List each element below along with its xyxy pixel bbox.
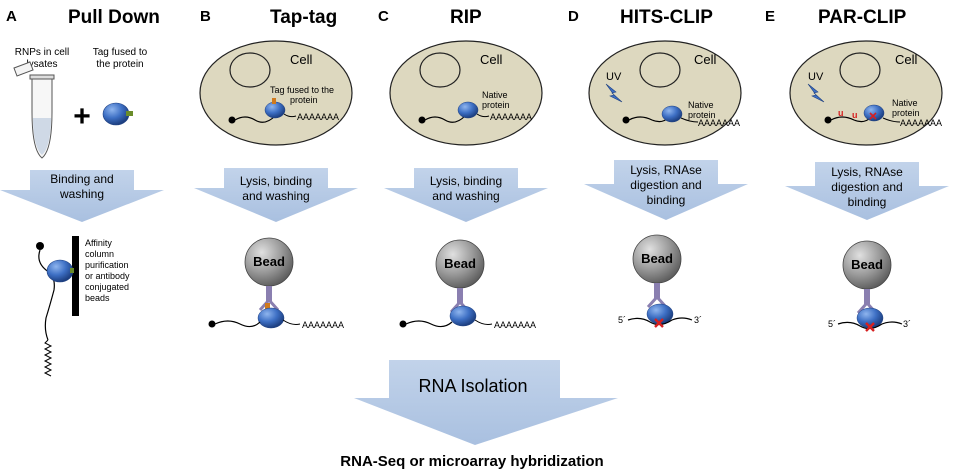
panel-a-arrow-text-2: washing [59, 187, 104, 201]
panel-d-bead-label: Bead [641, 251, 673, 266]
column-text-4: or antibody [85, 271, 130, 281]
panel-d-five-prime: 5´ [618, 315, 626, 325]
panel-e-arrow: Lysis, RNAse digestion and binding [785, 162, 949, 220]
panel-e-arrow-text-3: binding [848, 195, 887, 209]
panel-e-bead-complex [837, 240, 903, 332]
panel-e-u-mark-1: u [838, 108, 844, 118]
panel-b-arrow-text-1: Lysis, binding [240, 174, 312, 188]
panel-c-letter: C [378, 8, 389, 25]
panel-b-bead-poly-a: AAAAAAA [302, 320, 344, 330]
panel-d-protein-label-1: Native [688, 100, 714, 110]
panel-e-arrow-text-2: digestion and [831, 180, 902, 194]
panel-d-arrow-text-1: Lysis, RNAse [630, 163, 702, 177]
panel-b-title: Tap-tag [270, 7, 337, 28]
panel-e-cell [789, 40, 943, 146]
tag-label-line1: Tag fused to [93, 47, 148, 58]
panel-a-arrow-text-1: Binding and [50, 172, 113, 186]
column-text-3: purification [85, 260, 129, 270]
panel-e-protein-label-1: Native [892, 98, 918, 108]
panel-d-arrow-text-3: binding [647, 193, 686, 207]
panel-e-u-mark-2: u [852, 110, 858, 120]
panel-b-bead-complex [208, 237, 301, 329]
panel-e-poly-a: AAAAAAA [900, 118, 942, 128]
panel-b-rna [228, 98, 297, 124]
panel-c-title: RIP [450, 7, 482, 28]
panel-e-arrow-text-1: Lysis, RNAse [831, 165, 903, 179]
panel-c-cell [389, 40, 543, 146]
panel-b: B Tap-tag Cell Tag fused to the protein … [194, 7, 358, 330]
panel-d-arrow-text-2: digestion and [630, 178, 701, 192]
panel-d-rna [622, 105, 699, 124]
panel-d-uv-label: UV [606, 71, 622, 83]
panel-d-poly-a: AAAAAAA [698, 118, 740, 128]
panel-a-title: Pull Down [68, 7, 160, 28]
panel-d-protein-label-2: protein [688, 110, 716, 120]
panel-b-protein-label-2: protein [290, 95, 318, 105]
rna-isolation-text: RNA Isolation [418, 376, 527, 396]
panel-d-bead-complex [627, 234, 693, 328]
panel-e-bead-label: Bead [851, 257, 883, 272]
tag-label-line2: the protein [96, 59, 143, 70]
panel-e-protein-label-2: protein [892, 108, 920, 118]
panel-c-arrow-text-1: Lysis, binding [430, 174, 502, 188]
rnp-label-line1: RNPs in cell [15, 47, 69, 58]
panel-e-rna [824, 104, 901, 124]
panel-b-poly-a: AAAAAAA [297, 112, 339, 122]
panel-a-letter: A [6, 8, 17, 25]
panel-c-arrow-text-2: and washing [432, 189, 499, 203]
panel-d-title: HITS-CLIP [620, 7, 713, 28]
panel-b-arrow-text-2: and washing [242, 189, 309, 203]
footer-text: RNA-Seq or microarray hybridization [340, 453, 603, 470]
panel-e-letter: E [765, 8, 775, 25]
panel-c-bead-complex [399, 239, 493, 328]
panel-e-five-prime: 5´ [828, 319, 836, 329]
panel-c-bead-label: Bead [444, 256, 476, 271]
panel-d-cell-label: Cell [694, 52, 717, 67]
rna-isolation-arrow: RNA Isolation [354, 360, 618, 445]
column-text-1: Affinity [85, 238, 112, 248]
panel-d-arrow: Lysis, RNAse digestion and binding [584, 160, 748, 220]
panel-c-bead-poly-a: AAAAAAA [494, 320, 536, 330]
plus-sign: + [73, 100, 91, 133]
panel-a-rna [36, 242, 74, 377]
panel-a: A Pull Down RNPs in cell lysates Tag fus… [0, 7, 164, 377]
affinity-column [72, 236, 79, 316]
panel-e: E PAR-CLIP Cell UV Native protein u u AA… [765, 7, 949, 332]
panel-c-rna [418, 101, 490, 124]
column-text-2: column [85, 249, 114, 259]
rnp-label-line2: lysates [26, 59, 57, 70]
panel-c-cell-label: Cell [480, 52, 503, 67]
column-text-6: beads [85, 293, 110, 303]
column-text-5: conjugated [85, 282, 129, 292]
panel-d: D HITS-CLIP Cell UV Native protein AAAAA… [568, 7, 748, 328]
panel-d-three-prime: 3´ [694, 315, 702, 325]
panel-e-uv-label: UV [808, 71, 824, 83]
panel-c-arrow: Lysis, binding and washing [384, 168, 548, 222]
panel-c-protein-label-1: Native [482, 90, 508, 100]
panel-a-arrow: Binding and washing [0, 170, 164, 222]
panel-b-arrow: Lysis, binding and washing [194, 168, 358, 222]
panel-b-cell-label: Cell [290, 52, 313, 67]
panel-b-letter: B [200, 8, 211, 25]
panel-c-protein-label-2: protein [482, 100, 510, 110]
tagged-protein [102, 102, 133, 126]
panel-b-bead-label: Bead [253, 254, 285, 269]
panel-c: C RIP Cell Native protein AAAAAAA Lysis,… [378, 7, 548, 330]
panel-e-cell-label: Cell [895, 52, 918, 67]
lysate-tube [13, 61, 55, 159]
panel-e-title: PAR-CLIP [818, 7, 907, 28]
panel-c-poly-a: AAAAAAA [490, 112, 532, 122]
panel-b-protein-label-1: Tag fused to the [270, 85, 334, 95]
panel-d-letter: D [568, 8, 579, 25]
panel-e-three-prime: 3´ [903, 319, 911, 329]
